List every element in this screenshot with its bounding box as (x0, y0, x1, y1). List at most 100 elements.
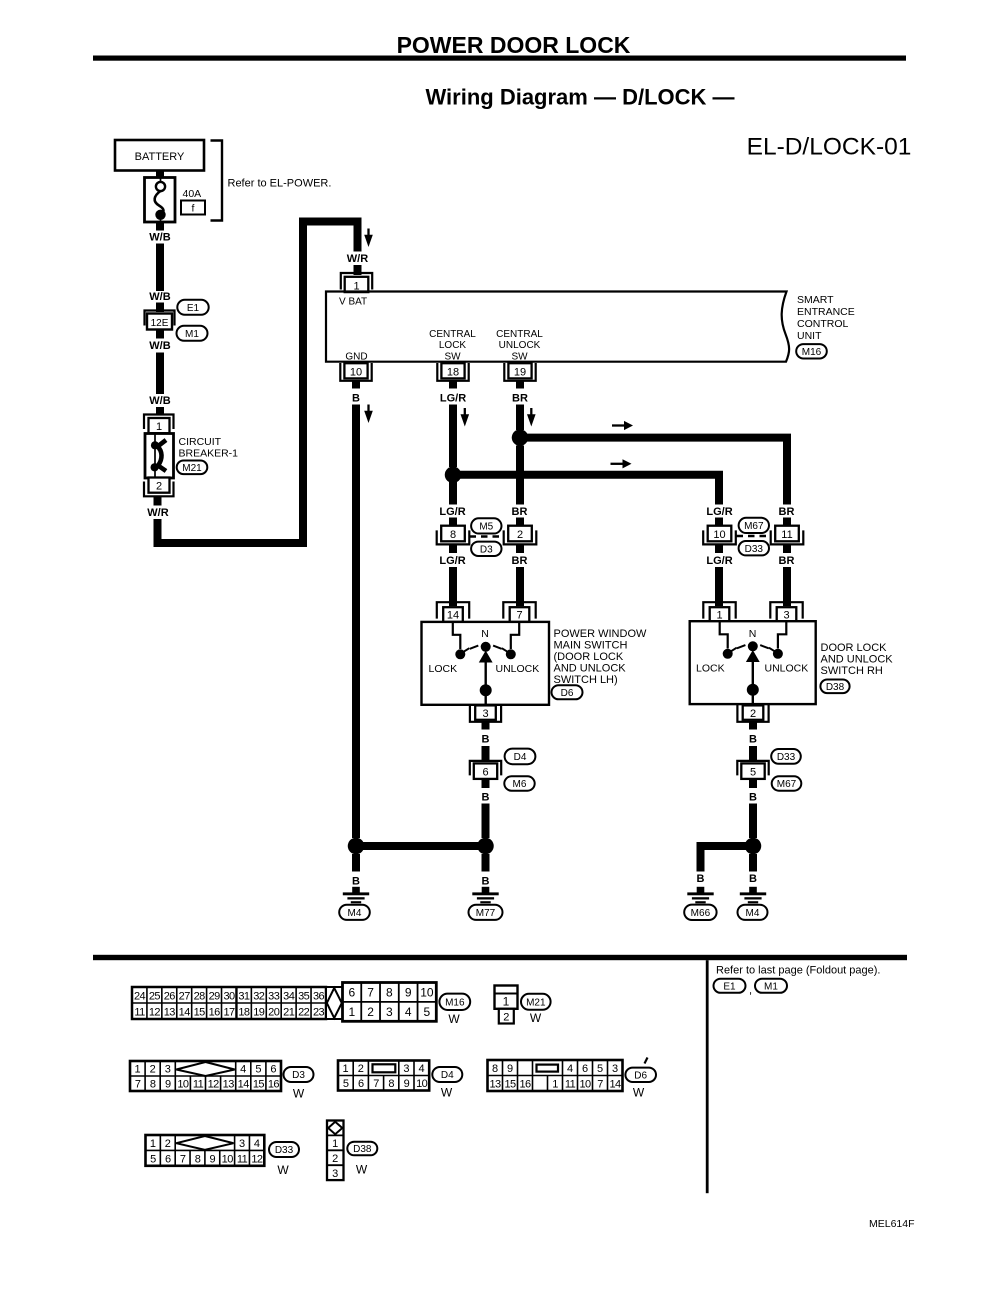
svg-text:3: 3 (165, 1064, 171, 1076)
svg-text:W: W (293, 1087, 305, 1101)
svg-text:1: 1 (332, 1138, 338, 1150)
svg-text:D3: D3 (480, 544, 493, 555)
svg-text:7: 7 (373, 1078, 379, 1090)
svg-text:9: 9 (404, 1078, 410, 1090)
svg-text:6: 6 (349, 986, 356, 1000)
svg-text:M16: M16 (802, 347, 822, 358)
svg-text:10: 10 (350, 367, 362, 379)
svg-text:6: 6 (270, 1064, 276, 1076)
svg-text:B: B (352, 876, 360, 888)
svg-text:LG/R: LG/R (706, 506, 732, 518)
svg-text:CENTRAL: CENTRAL (429, 329, 476, 340)
svg-text:M16: M16 (445, 997, 465, 1008)
svg-text:1: 1 (150, 1138, 156, 1150)
svg-text:D38: D38 (353, 1144, 372, 1155)
svg-text:5: 5 (343, 1078, 349, 1090)
svg-text:CONTROL: CONTROL (797, 318, 848, 330)
svg-text:MAIN SWITCH: MAIN SWITCH (554, 640, 628, 652)
svg-text:1: 1 (343, 1063, 349, 1075)
svg-text:Wiring Diagram — D/LOCK —: Wiring Diagram — D/LOCK — (425, 85, 734, 110)
svg-text:15: 15 (504, 1078, 516, 1090)
svg-text:1: 1 (156, 421, 162, 433)
svg-text:6: 6 (358, 1078, 364, 1090)
svg-text:1: 1 (716, 610, 722, 622)
svg-text:6: 6 (582, 1063, 588, 1075)
svg-text:LG/R: LG/R (439, 555, 465, 567)
svg-text:3: 3 (386, 1005, 393, 1019)
svg-text:18: 18 (447, 367, 459, 379)
svg-text:AND UNLOCK: AND UNLOCK (554, 663, 627, 675)
svg-text:BATTERY: BATTERY (135, 151, 185, 163)
svg-text:16: 16 (209, 1006, 221, 1018)
svg-text:M21: M21 (526, 997, 546, 1008)
svg-text:4: 4 (419, 1063, 425, 1075)
svg-text:UNLOCK: UNLOCK (496, 663, 540, 675)
svg-text:7: 7 (367, 986, 374, 1000)
svg-text:B: B (749, 873, 757, 885)
svg-text:7: 7 (516, 610, 522, 622)
svg-text:BR: BR (512, 555, 528, 567)
svg-text:18: 18 (238, 1006, 250, 1018)
svg-text:33: 33 (268, 990, 280, 1002)
svg-text:2: 2 (367, 1005, 374, 1019)
svg-text:BR: BR (512, 393, 528, 405)
svg-text:W: W (530, 1011, 542, 1025)
svg-text:D6: D6 (634, 1070, 647, 1081)
svg-text:GND: GND (345, 352, 367, 363)
svg-text:D38: D38 (826, 682, 845, 693)
svg-text:3: 3 (239, 1138, 245, 1150)
svg-text:1: 1 (349, 1005, 356, 1019)
svg-text:M1: M1 (185, 329, 199, 340)
svg-text:5: 5 (424, 1005, 431, 1019)
svg-text:8: 8 (150, 1079, 156, 1091)
svg-text:7: 7 (597, 1078, 603, 1090)
svg-text:3: 3 (332, 1168, 338, 1180)
svg-text:D33: D33 (275, 1145, 294, 1156)
svg-text:DOOR LOCK: DOOR LOCK (821, 642, 888, 654)
svg-text:17: 17 (223, 1006, 235, 1018)
svg-text:12: 12 (149, 1006, 161, 1018)
svg-text:Refer to last page (Foldout pa: Refer to last page (Foldout page). (716, 965, 880, 977)
svg-text:M66: M66 (691, 908, 711, 919)
svg-text:4: 4 (567, 1063, 573, 1075)
svg-text:SMART: SMART (797, 294, 834, 306)
svg-text:2: 2 (503, 1011, 509, 1023)
svg-text:6: 6 (165, 1153, 171, 1165)
svg-text:36: 36 (313, 990, 325, 1002)
svg-text:B: B (482, 734, 490, 746)
svg-text:f: f (192, 203, 195, 215)
svg-text:27: 27 (179, 990, 191, 1002)
svg-text:12: 12 (208, 1079, 220, 1091)
svg-text:M4: M4 (348, 908, 362, 919)
svg-text:11: 11 (565, 1078, 576, 1090)
svg-text:M1: M1 (764, 981, 778, 992)
svg-text:13: 13 (164, 1006, 176, 1018)
svg-text:B: B (697, 873, 705, 885)
svg-text:15: 15 (253, 1079, 265, 1091)
svg-text:5: 5 (597, 1063, 603, 1075)
svg-text:13: 13 (489, 1078, 501, 1090)
svg-text:(DOOR LOCK: (DOOR LOCK (554, 651, 624, 663)
svg-text:B: B (749, 792, 757, 804)
svg-text:10: 10 (222, 1153, 234, 1165)
svg-text:10: 10 (420, 986, 434, 1000)
svg-text:19: 19 (514, 367, 526, 379)
svg-text:40A: 40A (183, 188, 202, 200)
svg-text:LG/R: LG/R (706, 555, 732, 567)
svg-text:4: 4 (240, 1064, 246, 1076)
svg-text:LOCK: LOCK (429, 663, 458, 675)
svg-text:4: 4 (254, 1138, 260, 1150)
svg-text:EL-D/LOCK-01: EL-D/LOCK-01 (747, 134, 912, 161)
svg-text:BR: BR (779, 555, 795, 567)
svg-text:AND UNLOCK: AND UNLOCK (821, 654, 894, 666)
svg-text:15: 15 (194, 1006, 206, 1018)
svg-text:14: 14 (179, 1006, 191, 1018)
svg-text:,: , (749, 985, 752, 997)
svg-text:W: W (441, 1086, 453, 1100)
svg-text:19: 19 (253, 1006, 265, 1018)
svg-text:10: 10 (177, 1079, 189, 1091)
svg-text:D4: D4 (441, 1070, 454, 1081)
svg-text:6: 6 (482, 766, 488, 778)
svg-text:UNLOCK: UNLOCK (499, 340, 541, 351)
svg-text:V BAT: V BAT (339, 297, 367, 308)
